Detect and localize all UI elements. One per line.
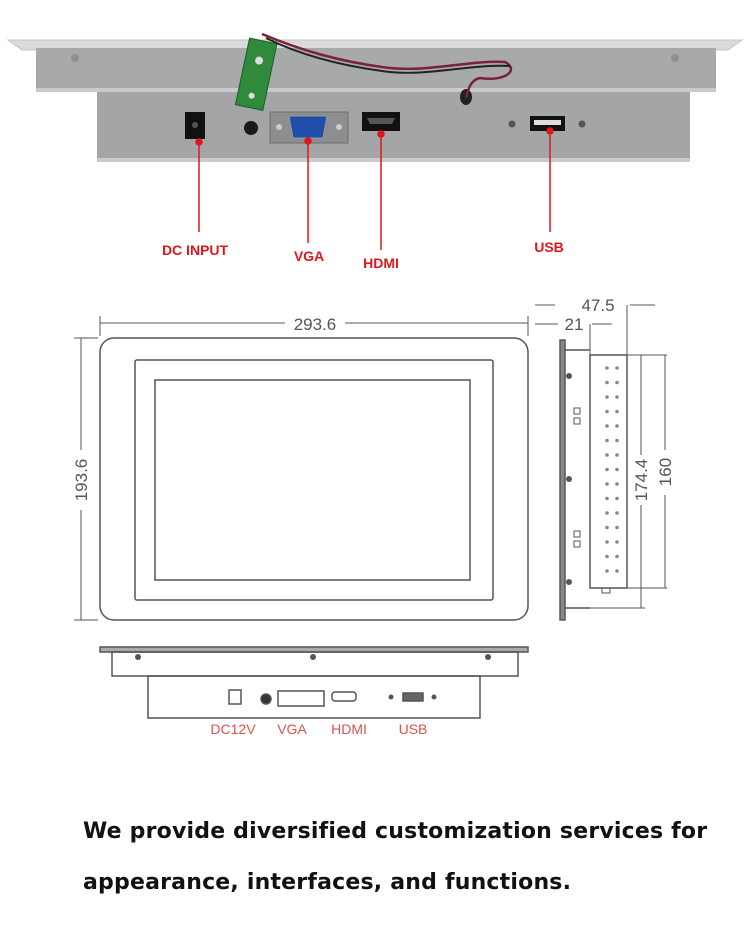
vent-hole — [615, 554, 619, 559]
vent-hole — [605, 453, 609, 457]
vent-hole — [605, 467, 609, 472]
vent-hole — [605, 395, 609, 399]
vent-hole — [615, 438, 619, 443]
vent-hole — [615, 366, 619, 370]
vent-hole — [615, 395, 619, 399]
front-view-drawing — [74, 316, 529, 621]
vent-hole — [605, 409, 609, 414]
vent-hole — [615, 525, 619, 530]
vent-hole — [605, 511, 609, 515]
vent-hole — [615, 482, 619, 486]
vent-hole — [605, 380, 609, 385]
drawing-label-usb: USB — [399, 721, 428, 737]
vent-hole — [615, 453, 619, 457]
vent-hole — [615, 511, 619, 515]
bottom-screws — [135, 654, 491, 700]
caption-line-2: appearance, interfaces, and functions. — [83, 870, 572, 895]
vent-hole — [605, 554, 609, 559]
dim-side-height: 174.4 — [632, 459, 651, 502]
vent-hole — [615, 540, 619, 544]
dim-height: 193.6 — [72, 459, 91, 502]
vent-hole — [605, 496, 609, 501]
vent-hole — [615, 569, 619, 573]
dim-width: 293.6 — [294, 315, 337, 334]
vent-hole — [615, 496, 619, 501]
drawing-label-hdmi: HDMI — [331, 721, 367, 737]
led-board — [234, 37, 278, 111]
label-usb: USB — [534, 239, 564, 255]
wire — [261, 32, 513, 99]
dim-side-inner-height: 160 — [656, 458, 675, 486]
vent-hole — [605, 424, 609, 428]
vent-hole — [615, 467, 619, 472]
vent-hole — [615, 424, 619, 428]
caption-line-1: We provide diversified customization ser… — [83, 819, 708, 844]
vent-hole — [615, 380, 619, 385]
vent-hole — [615, 409, 619, 414]
dim-depth-total: 47.5 — [581, 296, 614, 315]
vent-hole — [605, 540, 609, 544]
vent-holes — [605, 366, 619, 573]
drawing-label-vga: VGA — [277, 721, 307, 737]
vent-hole — [605, 438, 609, 443]
rear-panel-photo: DC INPUT VGA HDMI USB — [6, 32, 744, 271]
dim-depth-front: 21 — [565, 315, 584, 334]
vent-hole — [605, 569, 609, 573]
label-hdmi: HDMI — [363, 255, 399, 271]
bottom-view-drawing — [99, 646, 529, 719]
side-view-drawing — [535, 304, 667, 621]
side-vents — [566, 373, 572, 585]
screw-icon — [71, 54, 79, 62]
label-vga: VGA — [294, 248, 324, 264]
vent-hole — [605, 366, 609, 370]
vent-hole — [605, 482, 609, 486]
drawing-label-dc: DC12V — [210, 721, 256, 737]
audio-port — [244, 121, 258, 135]
label-dc-input: DC INPUT — [162, 242, 229, 258]
vent-hole — [605, 525, 609, 530]
screw-icon — [671, 54, 679, 62]
